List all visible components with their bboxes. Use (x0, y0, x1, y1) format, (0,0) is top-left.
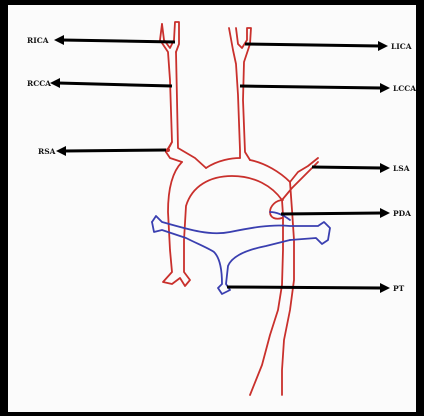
right-subclavian (166, 142, 182, 162)
pda-arrow (281, 213, 382, 214)
lsa-arrow-head (380, 163, 390, 173)
rica-arrow-head (54, 35, 64, 45)
aortic-arch-outer (163, 162, 282, 286)
lica-arrow-head (378, 41, 388, 51)
rsa-arrow (64, 150, 166, 151)
rsa-arrow-head (56, 146, 66, 156)
labels: RICA RCCA RSA LICA LCCA LSA PDA PT (27, 36, 416, 293)
arterial-tree (160, 22, 318, 395)
label-arrows (50, 35, 390, 293)
label-lsa: LSA (393, 164, 410, 173)
rcca-arrow (58, 83, 172, 86)
pulmonary-trunk (152, 212, 330, 294)
lcca-arrow-head (380, 83, 390, 93)
pulmonary-trunk-upper (152, 216, 330, 244)
label-rica: RICA (27, 36, 49, 45)
label-lica: LICA (391, 42, 412, 51)
pda-arrow-head (380, 208, 390, 218)
label-pt: PT (393, 284, 405, 293)
rica-arrow (62, 40, 175, 42)
rcca-arrow-head (50, 78, 60, 88)
right-common-carotid-wall (176, 52, 206, 168)
label-rcca: RCCA (27, 79, 51, 88)
lcca-arrow (240, 86, 382, 88)
pt-arrow (227, 287, 382, 288)
lica-arrow (245, 44, 380, 46)
left-internal-carotid (229, 28, 240, 158)
rsa-marker (166, 148, 170, 152)
ductus-arteriosus (270, 200, 283, 219)
pt-arrow-head (380, 283, 390, 293)
label-rsa: RSA (38, 147, 56, 156)
lsa-arrow (312, 167, 382, 168)
label-lcca: LCCA (393, 84, 416, 93)
label-pda: PDA (393, 209, 411, 218)
